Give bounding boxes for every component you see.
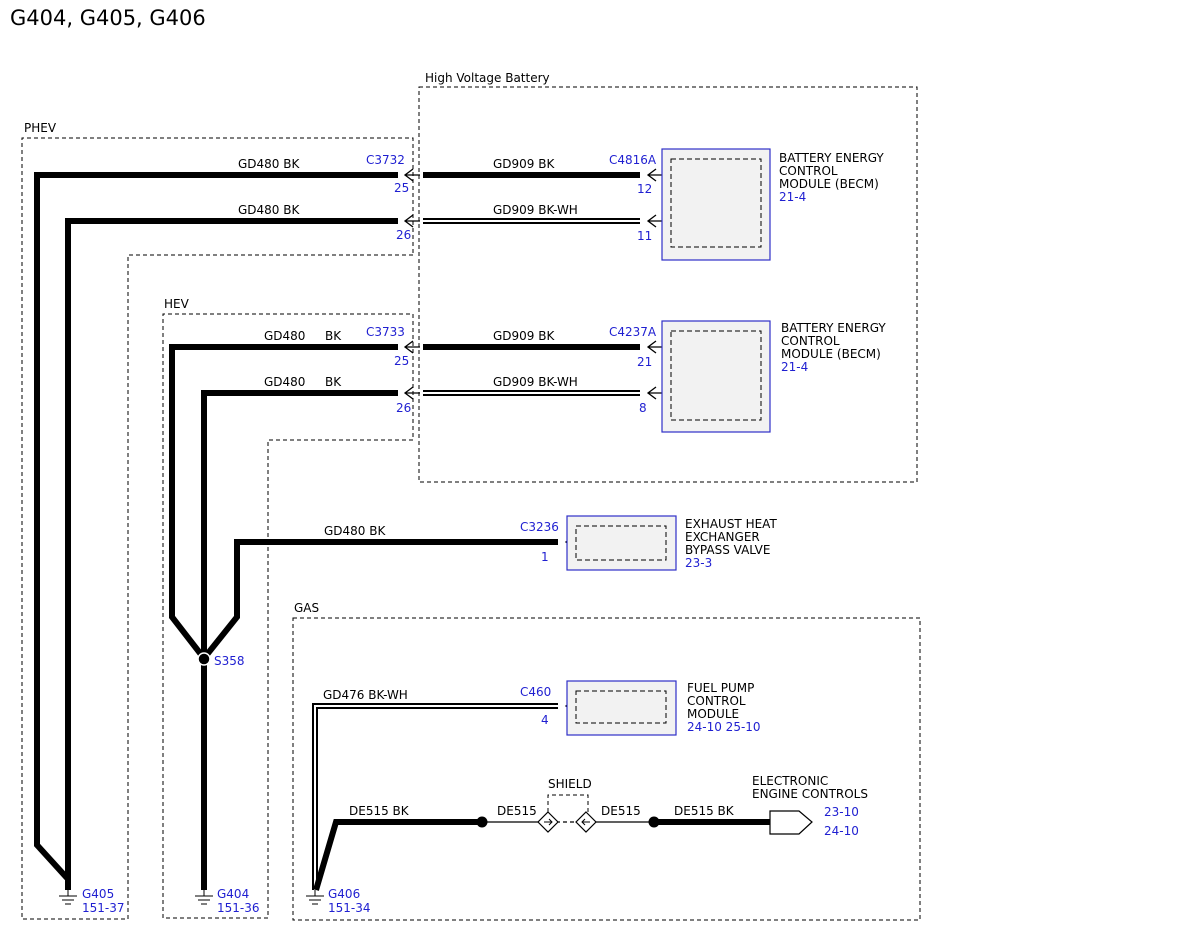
fuel-pump-control-module[interactable]	[566, 680, 677, 736]
de515-label-2: DE515	[497, 804, 537, 818]
de515-label-1: DE515 BK	[349, 804, 410, 818]
becm-hev-name-1: BATTERY ENERGY	[781, 321, 886, 335]
hev-wire-1	[169, 344, 398, 659]
exhaust-ref[interactable]: 23-3	[685, 556, 712, 570]
ground-g404-icon	[195, 890, 213, 905]
c3733-pin25: 25	[394, 354, 409, 368]
hv-battery-label: High Voltage Battery	[425, 71, 550, 85]
g405-ref[interactable]: 151-37	[82, 901, 125, 915]
phev-label: PHEV	[24, 121, 57, 135]
exhaust-bypass-valve[interactable]	[566, 515, 677, 571]
phev-right-wire2-label: GD909 BK-WH	[493, 203, 578, 217]
g404-ref[interactable]: 151-36	[217, 901, 260, 915]
hev-left-wire2-color: BK	[325, 375, 342, 389]
c3732-pin26: 26	[396, 228, 411, 242]
eec-connector-symbol[interactable]	[769, 810, 813, 835]
page-title: G404, G405, G406	[10, 6, 206, 30]
c3732-pin25: 25	[394, 181, 409, 195]
fuel-name-1: FUEL PUMP	[687, 681, 754, 695]
hev-left-wire2-label: GD480	[264, 375, 305, 389]
hev-right-wire2-label: GD909 BK-WH	[493, 375, 578, 389]
g404-label[interactable]: G404	[217, 887, 249, 901]
c3732-label[interactable]: C3732	[366, 153, 405, 167]
becm-phev-module[interactable]	[661, 148, 771, 261]
c3733-pin26: 26	[396, 401, 411, 415]
c3732-pin25-arrow	[403, 168, 420, 182]
c3733-pin25-arrow	[403, 340, 420, 354]
c4237a-pin21: 21	[637, 355, 652, 369]
eec-name-1: ELECTRONIC	[752, 774, 828, 788]
hev-right-wire1-label: GD909 BK	[493, 329, 555, 343]
becm-hev-name-2: CONTROL	[781, 334, 840, 348]
becm-hev-module[interactable]	[661, 320, 771, 433]
becm-phev-name-3: MODULE (BECM)	[779, 177, 879, 191]
phev-zone	[21, 137, 414, 920]
eec-name-2: ENGINE CONTROLS	[752, 787, 868, 801]
phev-right-wire1-label: GD909 BK	[493, 157, 555, 171]
fuel-ref[interactable]: 24-10 25-10	[687, 720, 761, 734]
ground-g405-icon	[59, 890, 77, 905]
c3236-pin1: 1	[541, 550, 549, 564]
becm-hev-name-3: MODULE (BECM)	[781, 347, 881, 361]
exhaust-name-3: BYPASS VALVE	[685, 543, 770, 557]
becm-phev-name-1: BATTERY ENERGY	[779, 151, 884, 165]
c4237a-label[interactable]: C4237A	[609, 325, 657, 339]
exhaust-name-1: EXHAUST HEAT	[685, 517, 777, 531]
ground-g406-icon	[306, 890, 324, 905]
hev-label: HEV	[164, 297, 190, 311]
c3733-pin26-arrow	[403, 386, 420, 400]
fuel-name-3: MODULE	[687, 707, 739, 721]
phev-left-wire2-label: GD480 BK	[238, 203, 300, 217]
shield-bracket	[547, 794, 589, 812]
g405-label[interactable]: G405	[82, 887, 114, 901]
c4816a-pin11: 11	[637, 229, 652, 243]
phev-wire-2	[65, 218, 398, 890]
hev-wire-2	[201, 390, 398, 657]
hev-zone	[162, 313, 414, 919]
splice-s358-dot[interactable]	[197, 652, 211, 666]
s358-label[interactable]: S358	[214, 654, 245, 668]
fuel-name-2: CONTROL	[687, 694, 746, 708]
shield-label: SHIELD	[548, 777, 592, 791]
exhaust-wire	[202, 539, 558, 659]
gas-label: GAS	[294, 601, 319, 615]
hev-left-wire1-color: BK	[325, 329, 342, 343]
eec-ref-2[interactable]: 24-10	[824, 824, 859, 838]
becm-phev-ref[interactable]: 21-4	[779, 190, 806, 204]
c460-label[interactable]: C460	[520, 685, 551, 699]
fuel-wire-label: GD476 BK-WH	[323, 688, 408, 702]
phev-left-wire1-label: GD480 BK	[238, 157, 300, 171]
c460-pin4: 4	[541, 713, 549, 727]
c4816a-label[interactable]: C4816A	[609, 153, 657, 167]
c3236-label[interactable]: C3236	[520, 520, 559, 534]
becm-hev-ref[interactable]: 21-4	[781, 360, 808, 374]
exhaust-wire-label: GD480 BK	[324, 524, 386, 538]
de515-label-3: DE515	[601, 804, 641, 818]
fuel-pump-wire	[312, 703, 558, 890]
de515-label-4: DE515 BK	[674, 804, 735, 818]
c4816a-pin12: 12	[637, 182, 652, 196]
exhaust-name-2: EXCHANGER	[685, 530, 760, 544]
g406-label[interactable]: G406	[328, 887, 360, 901]
g406-ref[interactable]: 151-34	[328, 901, 371, 915]
hv-battery-zone	[418, 86, 918, 483]
gas-zone	[292, 617, 921, 921]
hev-left-wire1-label: GD480	[264, 329, 305, 343]
c3733-label[interactable]: C3733	[366, 325, 405, 339]
c4237a-pin8: 8	[639, 401, 647, 415]
becm-phev-name-2: CONTROL	[779, 164, 838, 178]
c3732-pin26-arrow	[403, 214, 420, 228]
de515-wire-left	[313, 819, 480, 891]
phev-wire-1	[34, 172, 398, 881]
eec-ref-1[interactable]: 23-10	[824, 805, 859, 819]
